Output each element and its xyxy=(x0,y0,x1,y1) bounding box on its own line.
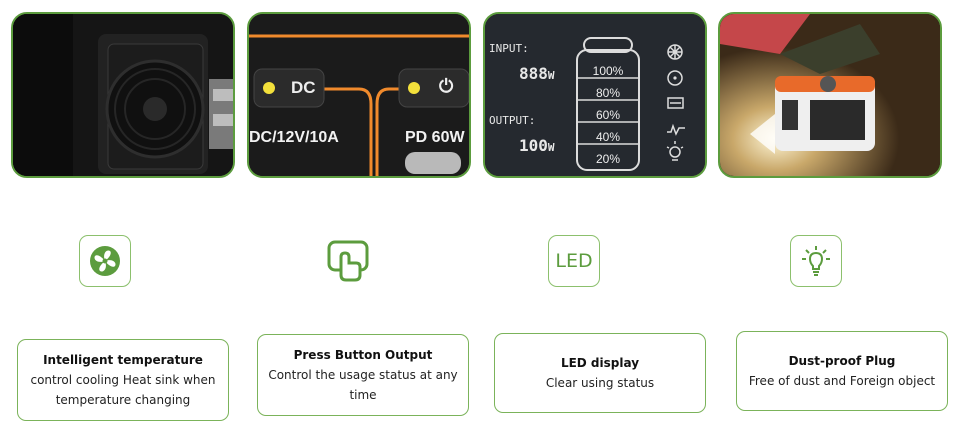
led-icon-box: LED xyxy=(548,235,600,287)
input-value: 888W xyxy=(519,64,555,83)
power-icon: ⏻ xyxy=(439,76,454,96)
feature-title: Press Button Output xyxy=(293,348,433,362)
feature-desc: Free of dust and Foreign object xyxy=(748,374,936,388)
lcd-photo: INPUT: 888W OUTPUT: 100W 100% 80% 60% 40… xyxy=(483,12,707,178)
bulb-icon xyxy=(802,246,830,276)
led-icon: LED xyxy=(555,250,593,272)
fan-icon xyxy=(90,246,120,276)
press-button-icon-box xyxy=(322,235,374,287)
battery-level: 80% xyxy=(595,86,621,100)
scene-photo xyxy=(718,12,942,178)
input-label: INPUT: xyxy=(489,42,529,55)
output-label: OUTPUT: xyxy=(489,114,536,127)
feature-card-led-display: LED display Clear using status xyxy=(494,333,706,413)
battery-level: 40% xyxy=(595,130,621,144)
feature-card-dust-proof: Dust-proof Plug Free of dust and Foreign… xyxy=(736,331,948,411)
feature-desc: Clear using status xyxy=(545,376,655,390)
battery-level: 20% xyxy=(595,152,621,166)
dc-spec-label: DC/12V/10A xyxy=(249,129,339,146)
battery-level: 100% xyxy=(592,64,624,78)
output-value: 100W xyxy=(519,136,555,155)
battery-level: 60% xyxy=(595,108,621,122)
feature-desc: control cooling Heat sink when temperatu… xyxy=(30,373,216,407)
feature-title: Intelligent temperature xyxy=(43,353,203,367)
feature-title: Dust-proof Plug xyxy=(788,354,896,368)
ports-photo: DC ⏻ DC/12V/10A PD 60W xyxy=(247,12,471,178)
feature-card-press-button: Press Button Output Control the usage st… xyxy=(257,334,469,416)
feature-desc: Control the usage status at any time xyxy=(268,368,458,402)
feature-title: LED display xyxy=(560,356,640,370)
pd-spec-label: PD 60W xyxy=(405,129,465,146)
bulb-icon-box xyxy=(790,235,842,287)
dc-button-label: DC xyxy=(291,78,316,97)
fan-icon-box xyxy=(79,235,131,287)
battery-levels: 100% 80% 60% 40% 20% xyxy=(577,60,639,170)
feature-card-temperature: Intelligent temperature control cooling … xyxy=(17,339,229,421)
fan-photo xyxy=(11,12,235,178)
press-button-icon xyxy=(327,240,369,282)
